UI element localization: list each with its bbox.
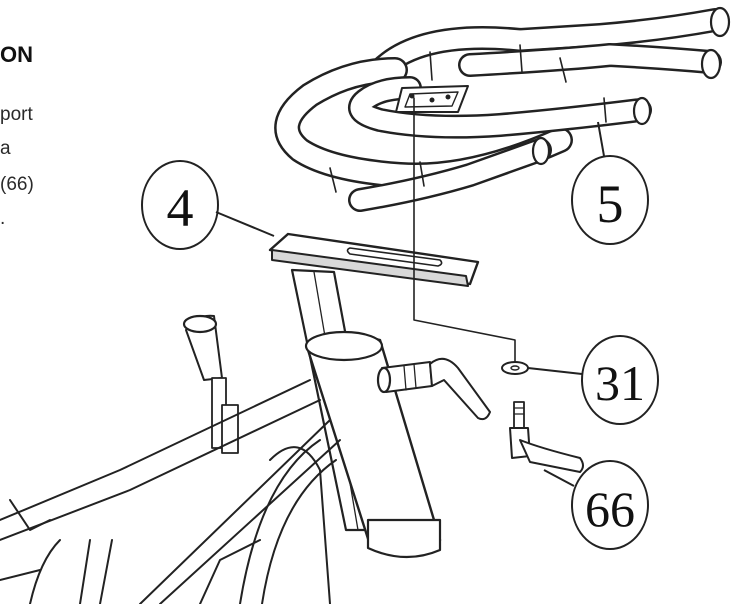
assembly-guide-line xyxy=(413,97,516,363)
callout-label-66: 66 xyxy=(585,481,635,537)
handlebar-end-cap-icon xyxy=(700,48,722,80)
callout-part-5: 5 xyxy=(571,121,649,245)
callout-label-31: 31 xyxy=(595,355,645,411)
instruction-heading-fragment: ON xyxy=(0,42,33,67)
callout-label-5: 5 xyxy=(597,174,624,234)
callout-part-4: 4 xyxy=(141,160,275,250)
handlebar-assembly xyxy=(274,6,731,212)
callout-label-4: 4 xyxy=(167,178,194,238)
lower-frame xyxy=(0,379,341,604)
instruction-text-line-4: . xyxy=(0,208,6,229)
handlebar-end-cap-icon xyxy=(709,6,731,38)
knob-icon xyxy=(509,401,584,473)
instruction-text-line-1: port xyxy=(0,104,33,125)
callout-part-31: 31 xyxy=(527,335,659,425)
instruction-text-line-3: (66) xyxy=(0,174,34,195)
callout-part-66: 66 xyxy=(543,460,649,550)
left-column xyxy=(182,314,239,454)
frame-tube xyxy=(304,330,491,559)
instruction-text-line-2: a xyxy=(0,138,11,159)
